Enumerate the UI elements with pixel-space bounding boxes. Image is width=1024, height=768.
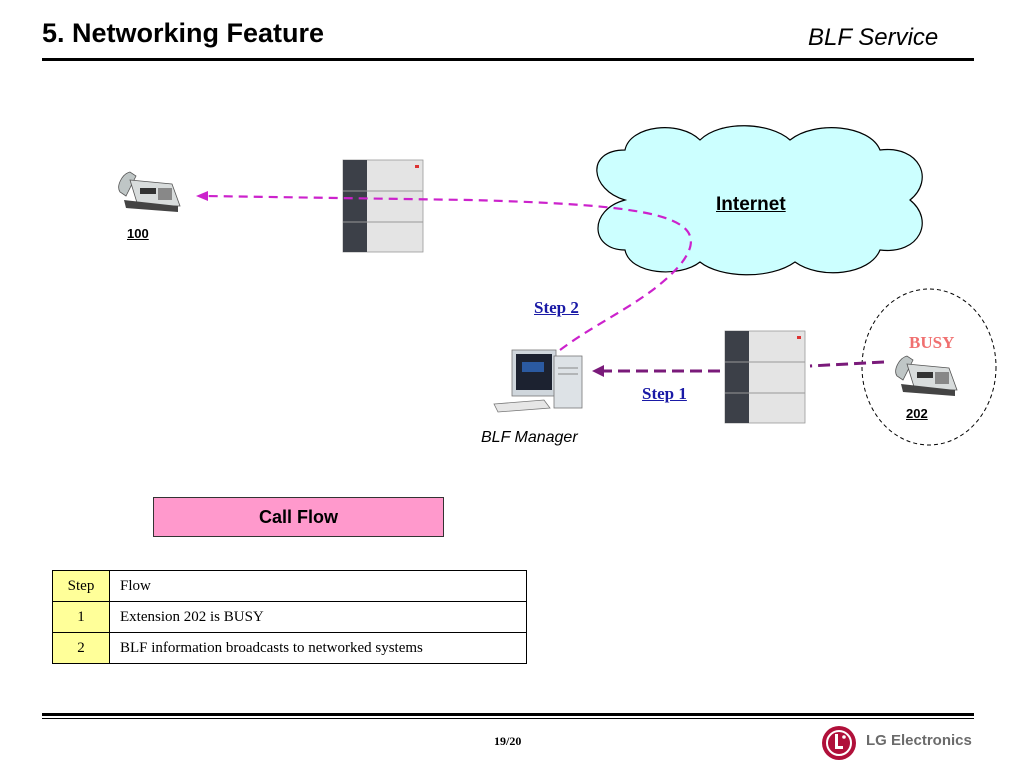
step2-broadcast-path [204,194,692,351]
step2-arrowhead [196,191,208,201]
extension-202-label: 202 [906,406,928,421]
step2-label: Step 2 [534,298,579,317]
company-logo-text: LG Electronics [866,732,972,749]
step1-notify-path [600,360,885,373]
bottom-divider [42,713,974,716]
lg-logo-icon [822,726,856,760]
phone-202-icon [895,355,958,396]
step1-label: Step 1 [642,384,687,403]
page-number: 19/20 [494,734,522,748]
step1-arrowhead [592,365,604,377]
page-title: 5. Networking Feature [42,18,325,48]
blf-manager-computer-icon [493,349,583,413]
table-header-flow: Flow [109,570,527,602]
table-header-step: Step [52,570,110,602]
blf-manager-label: BLF Manager [481,429,578,446]
busy-extension-circle [861,288,997,446]
top-divider [42,58,974,61]
table-cell-flow: Extension 202 is BUSY [109,601,527,633]
pbx-system-2-icon [724,330,806,424]
pbx-system-1-icon [342,159,424,253]
bottom-divider-thin [42,718,974,719]
call-flow-title: Call Flow [153,497,444,537]
busy-status-label: BUSY [909,333,955,352]
extension-100-label: 100 [127,226,149,241]
call-flow-table: Step Flow 1 Extension 202 is BUSY 2 BLF … [52,570,527,664]
table-row: 2 BLF information broadcasts to networke… [52,632,527,664]
table-row: 1 Extension 202 is BUSY [52,601,527,633]
page-subtitle: BLF Service [808,24,939,51]
table-cell-step: 1 [52,601,110,633]
phone-100-icon [118,171,181,212]
table-cell-flow: BLF information broadcasts to networked … [109,632,527,664]
table-header-row: Step Flow [52,570,527,602]
internet-label: Internet [716,194,786,215]
table-cell-step: 2 [52,632,110,664]
